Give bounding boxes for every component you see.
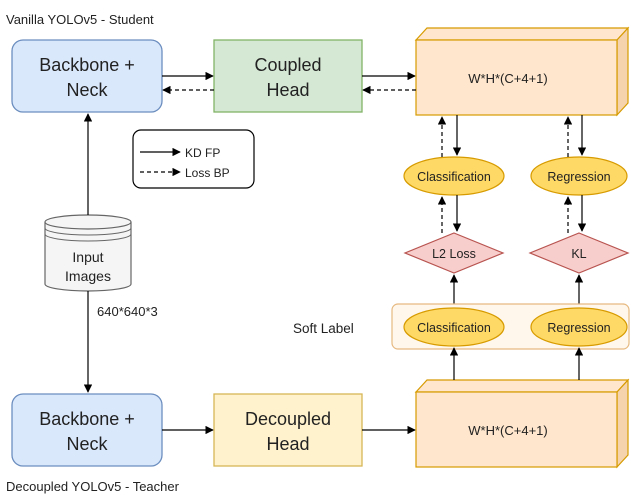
l2-loss-label: L2 Loss [432,247,476,261]
input-images-line1: Input [72,249,103,265]
student-output-label: W*H*(C+4+1) [468,71,547,86]
student-regression-label: Regression [547,170,610,184]
kl-label: KL [571,247,586,261]
student-backbone-line2: Neck [66,80,108,100]
student-title: Vanilla YOLOv5 - Student [6,12,154,27]
input-size-label: 640*640*3 [97,304,158,319]
soft-regression-label: Regression [547,321,610,335]
l2-loss-diamond: L2 Loss [403,232,505,274]
kl-diamond: KL [528,232,630,274]
student-classification-ellipse: Classification [403,156,505,196]
soft-regression-ellipse: Regression [530,307,628,347]
soft-classification-ellipse: Classification [403,307,505,347]
decoupled-head-box: Decoupled Head [213,393,363,467]
student-backbone-line1: Backbone + [39,55,135,75]
coupled-head-box: Coupled Head [213,39,363,113]
teacher-output-label: W*H*(C+4+1) [468,423,547,438]
legend-box: KD FP Loss BP [132,129,255,189]
teacher-backbone-line2: Neck [66,434,108,454]
input-images-cylinder: Input Images [44,214,132,292]
student-classification-label: Classification [417,170,491,184]
student-regression-ellipse: Regression [530,156,628,196]
decoupled-head-line1: Decoupled [245,409,331,429]
student-backbone-box: Backbone + Neck [11,39,163,113]
teacher-backbone-box: Backbone + Neck [11,393,163,467]
coupled-head-line2: Head [266,80,309,100]
soft-classification-label: Classification [417,321,491,335]
legend-forward-label: KD FP [185,146,220,160]
input-images-line2: Images [65,268,111,284]
legend-backward-label: Loss BP [185,166,230,180]
teacher-output-cube: W*H*(C+4+1) [414,378,630,469]
teacher-backbone-line1: Backbone + [39,409,135,429]
student-output-cube: W*H*(C+4+1) [414,26,630,117]
coupled-head-line1: Coupled [254,55,321,75]
soft-label-title: Soft Label [293,321,354,336]
decoupled-head-line2: Head [266,434,309,454]
teacher-title: Decoupled YOLOv5 - Teacher [6,479,180,494]
